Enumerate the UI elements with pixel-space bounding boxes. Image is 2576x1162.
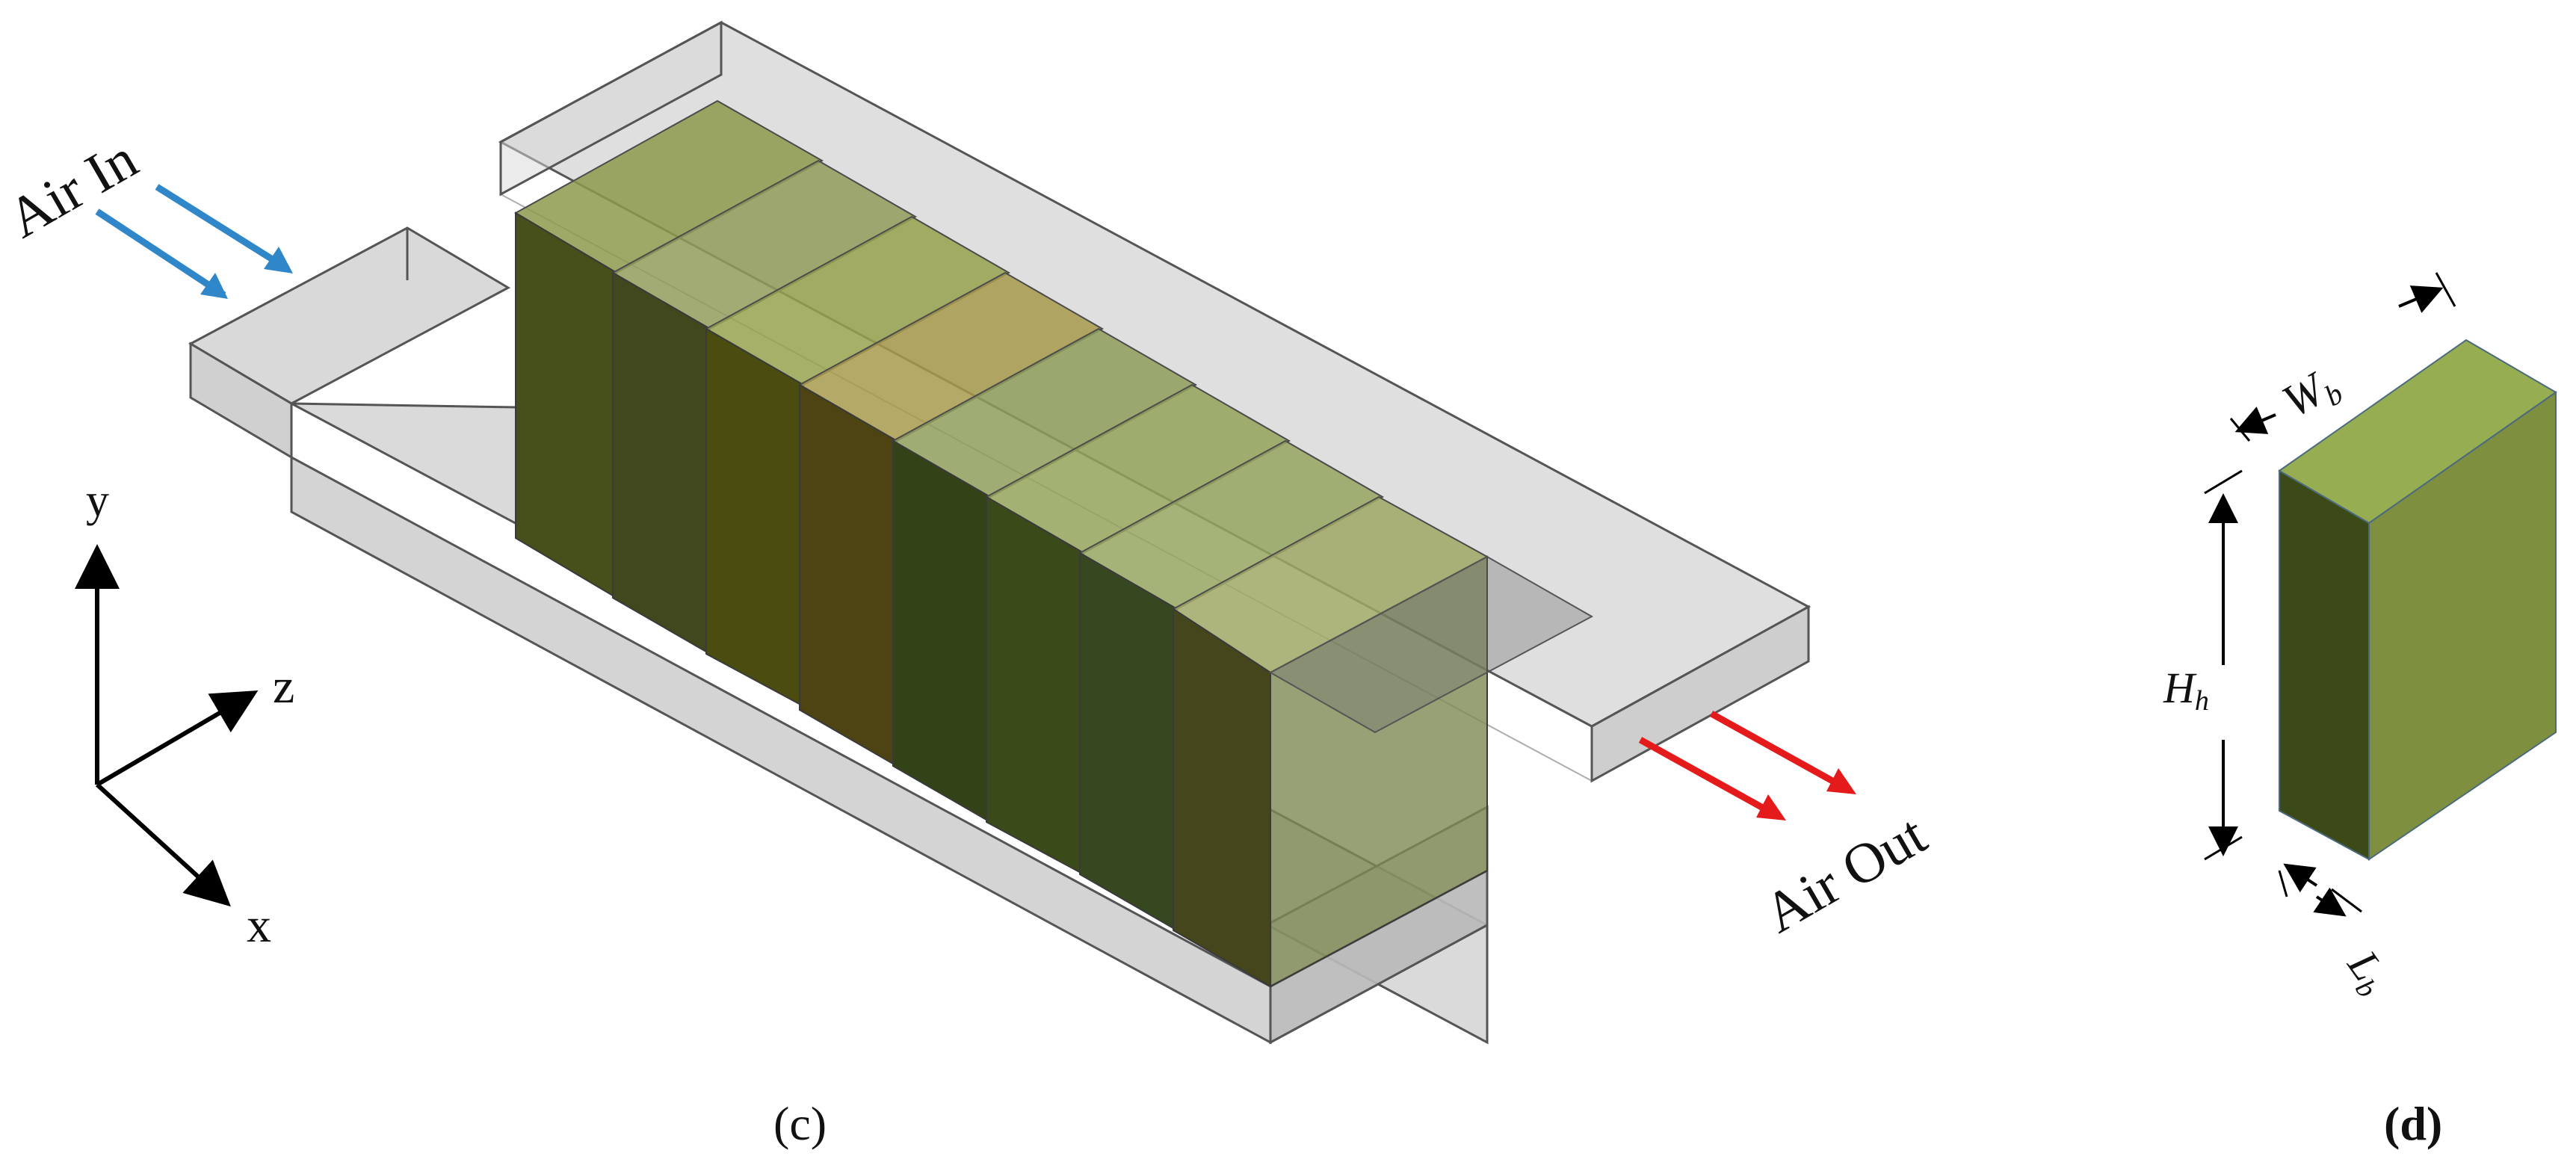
inlet-arrow-2 bbox=[155, 184, 290, 272]
battery-cell-6 bbox=[984, 383, 1291, 876]
height-dimension: Hh bbox=[2163, 469, 2243, 861]
air-inlet-indicator: Air In bbox=[0, 127, 293, 299]
axis-x-label: x bbox=[247, 898, 271, 953]
battery-cells bbox=[513, 99, 1594, 988]
panel-c-assembly: Air In Air Out y z x (c) bbox=[0, 20, 1937, 1150]
battery-cell-5 bbox=[891, 327, 1198, 823]
axis-y-label: y bbox=[86, 475, 109, 526]
inlet-duct bbox=[188, 226, 511, 460]
dim-l-label: Lb bbox=[2335, 941, 2400, 1004]
axis-z-label: z bbox=[273, 659, 294, 714]
air-outlet-indicator: Air Out bbox=[1638, 711, 1937, 945]
length-dimension: Lb bbox=[2278, 863, 2400, 1004]
air-out-label: Air Out bbox=[1754, 803, 1937, 945]
battery-cell-4 bbox=[797, 271, 1105, 767]
single-battery-cell bbox=[2278, 339, 2557, 861]
battery-cell-2 bbox=[611, 159, 918, 655]
z-axis bbox=[96, 690, 259, 787]
outlet-arrow-2 bbox=[1709, 711, 1848, 791]
battery-cell-7 bbox=[1078, 439, 1385, 932]
battery-cell-3 bbox=[704, 215, 1011, 708]
dim-h-label: Hh bbox=[2163, 664, 2209, 717]
x-axis bbox=[95, 782, 231, 907]
battery-cell-1 bbox=[513, 99, 824, 599]
panel-d-label: (d) bbox=[2384, 1097, 2442, 1150]
outlet-arrow-1 bbox=[1638, 737, 1777, 818]
panel-c-label: (c) bbox=[773, 1097, 827, 1150]
inlet-arrow-1 bbox=[95, 208, 226, 298]
panel-d-single-cell: Wb Hh Lb (d) bbox=[2163, 272, 2557, 1150]
coordinate-axes: y z x bbox=[75, 475, 294, 953]
dim-w-label: Wb bbox=[2274, 356, 2349, 432]
